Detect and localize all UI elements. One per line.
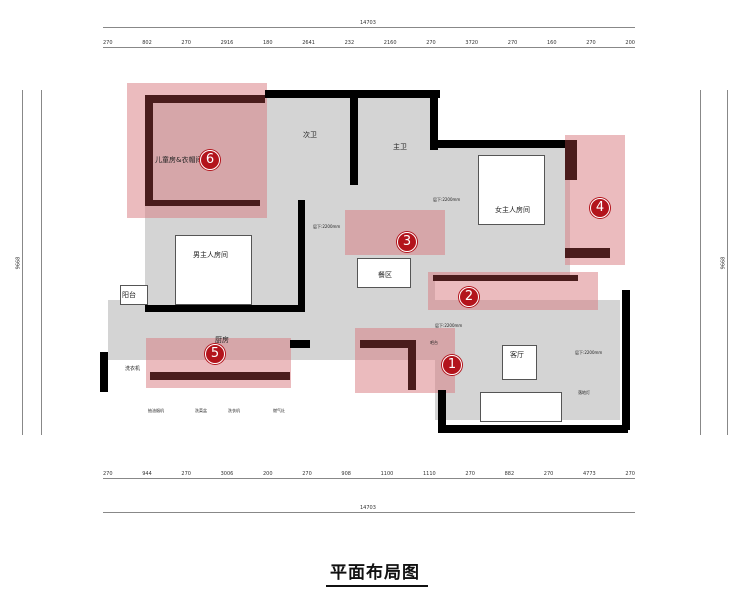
dim: 270 bbox=[181, 40, 191, 46]
label-dining: 餐区 bbox=[378, 271, 392, 279]
wall bbox=[430, 90, 438, 150]
label-living: 客厅 bbox=[510, 351, 524, 359]
dim: 3720 bbox=[465, 40, 479, 46]
dim: 180 bbox=[263, 40, 273, 46]
top-total-dim-line bbox=[103, 27, 635, 28]
left-seg-dim-line bbox=[41, 90, 42, 435]
dim: 200 bbox=[625, 40, 635, 46]
label-washer: 洗衣机 bbox=[125, 366, 141, 372]
dim: 270 bbox=[103, 471, 113, 477]
bottom-seg-dim-line bbox=[103, 478, 635, 479]
dim: 2160 bbox=[383, 40, 397, 46]
wall bbox=[435, 140, 570, 148]
title-underline bbox=[326, 585, 428, 587]
kitchen-note: 洗衣机 bbox=[228, 408, 240, 413]
dim: 908 bbox=[341, 471, 351, 477]
kitchen-note: 抽油烟机 bbox=[148, 408, 164, 413]
coffee-table bbox=[502, 345, 537, 380]
ceiling-note: 层下:2200mm bbox=[433, 197, 461, 202]
dim: 270 bbox=[465, 471, 475, 477]
dim: 944 bbox=[142, 471, 152, 477]
balcony-cabinet bbox=[120, 285, 148, 305]
label-balcony: 阳台 bbox=[122, 291, 136, 299]
dining-table bbox=[357, 258, 411, 288]
ceiling-note: 层下:2200mm bbox=[435, 323, 463, 328]
bottom-total-dim: 14703 bbox=[360, 505, 376, 511]
top-total-dim: 14703 bbox=[360, 20, 376, 26]
label-female-bedroom: 女主人房间 bbox=[495, 206, 530, 214]
dim: 2916 bbox=[220, 40, 234, 46]
label-guest-bath: 次卫 bbox=[303, 131, 317, 139]
wall bbox=[408, 340, 416, 390]
dim: 2641 bbox=[302, 40, 315, 46]
wall bbox=[150, 372, 290, 380]
wall bbox=[350, 90, 358, 185]
dim: 270 bbox=[426, 40, 436, 46]
badge-5: 5 bbox=[205, 344, 225, 364]
wall bbox=[622, 290, 630, 430]
badge-6: 6 bbox=[200, 150, 220, 170]
kitchen-note: 洗菜盆 bbox=[195, 408, 207, 413]
badge-4: 4 bbox=[590, 198, 610, 218]
sofa bbox=[480, 392, 562, 422]
dim: 4773 bbox=[583, 471, 596, 477]
bed-female bbox=[478, 155, 545, 225]
page-title: 平面布局图 bbox=[330, 563, 420, 583]
wall bbox=[433, 275, 578, 281]
dim: 270 bbox=[103, 40, 113, 46]
wall bbox=[565, 248, 610, 258]
wall bbox=[145, 200, 260, 206]
top-seg-dim-line bbox=[103, 47, 635, 48]
dim: 270 bbox=[543, 471, 554, 477]
bottom-segment-dims: 270 944 270 3006 200 270 908 1100 1110 2… bbox=[103, 471, 635, 477]
label-male-bedroom: 男主人房间 bbox=[193, 251, 228, 259]
dim: 270 bbox=[625, 471, 635, 477]
zone-3-dining-cabinet bbox=[345, 210, 445, 255]
wall bbox=[565, 140, 577, 180]
dim: 802 bbox=[142, 40, 152, 46]
wall bbox=[145, 305, 305, 312]
dim: 200 bbox=[263, 471, 273, 477]
dim: 270 bbox=[302, 471, 312, 477]
dim: 270 bbox=[181, 471, 191, 477]
wall bbox=[290, 340, 310, 348]
wall bbox=[438, 425, 628, 433]
badge-3: 3 bbox=[397, 232, 417, 252]
label-kids-room: 儿童房&衣帽间 bbox=[155, 156, 203, 164]
zone-1-entry bbox=[355, 328, 455, 393]
label-master-bath: 主卫 bbox=[393, 143, 407, 151]
dim: 270 bbox=[507, 40, 518, 46]
right-seg-dim-line bbox=[700, 90, 701, 435]
ceiling-note: 层下:2200mm bbox=[575, 350, 603, 355]
dim: 270 bbox=[586, 40, 596, 46]
wall bbox=[145, 95, 265, 103]
dim: 232 bbox=[344, 40, 355, 46]
dim: 1110 bbox=[423, 471, 436, 477]
top-segment-dims: 270 802 270 2916 180 2641 232 2160 270 3… bbox=[103, 40, 635, 46]
right-total-dim: 9668 bbox=[720, 256, 727, 270]
label-kitchen: 厨房 bbox=[215, 336, 229, 344]
dim: 882 bbox=[504, 471, 515, 477]
right-total-dim-line bbox=[727, 90, 728, 435]
dim: 1100 bbox=[380, 471, 394, 477]
dim: 3006 bbox=[220, 471, 234, 477]
lamp-label: 落地灯 bbox=[578, 390, 590, 395]
left-total-dim-line bbox=[22, 90, 23, 435]
side-label: 吧台 bbox=[430, 340, 438, 345]
wall bbox=[438, 390, 446, 430]
wall bbox=[360, 340, 415, 348]
wall bbox=[145, 95, 153, 205]
ceiling-note: 层下:2200mm bbox=[313, 224, 341, 229]
wall bbox=[100, 352, 108, 392]
wall bbox=[298, 200, 305, 310]
kitchen-note: 燃气灶 bbox=[273, 408, 285, 413]
badge-2: 2 bbox=[459, 287, 479, 307]
dim: 160 bbox=[546, 40, 557, 46]
bottom-total-dim-line bbox=[103, 512, 635, 513]
badge-1: 1 bbox=[442, 355, 462, 375]
bed-male bbox=[175, 235, 252, 305]
left-total-dim: 9668 bbox=[15, 256, 22, 270]
